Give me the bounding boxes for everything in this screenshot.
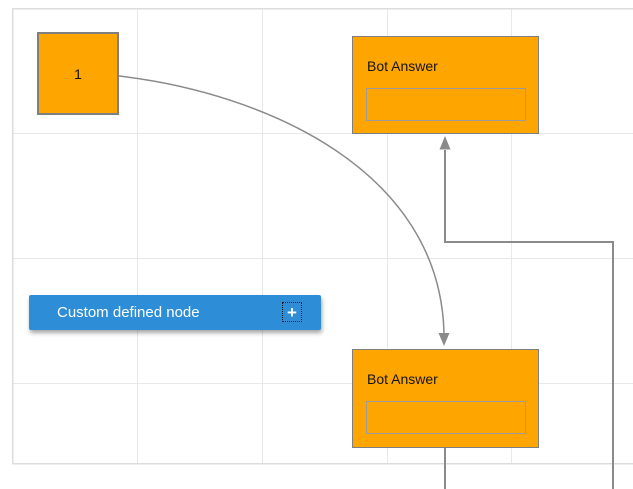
custom-defined-node[interactable]: Custom defined node + (29, 295, 321, 330)
connector-curve[interactable] (118, 75, 450, 346)
bot-answer-input[interactable] (366, 88, 526, 121)
custom-node-label: Custom defined node (57, 304, 200, 321)
start-node-label: 1 (74, 65, 82, 82)
start-node[interactable]: 1 (37, 32, 119, 115)
arrowhead-down (438, 333, 450, 346)
plus-icon: + (287, 302, 297, 322)
bot-answer-node-bottom[interactable]: Bot Answer (352, 349, 539, 448)
bot-answer-input[interactable] (366, 401, 526, 434)
add-node-button[interactable]: + (282, 302, 302, 322)
bot-answer-node-top[interactable]: Bot Answer (352, 36, 539, 134)
bot-answer-title: Bot Answer (367, 58, 438, 74)
arrowhead-up (439, 136, 451, 150)
bot-answer-title: Bot Answer (367, 371, 438, 387)
connector-orthogonal[interactable] (439, 136, 614, 489)
